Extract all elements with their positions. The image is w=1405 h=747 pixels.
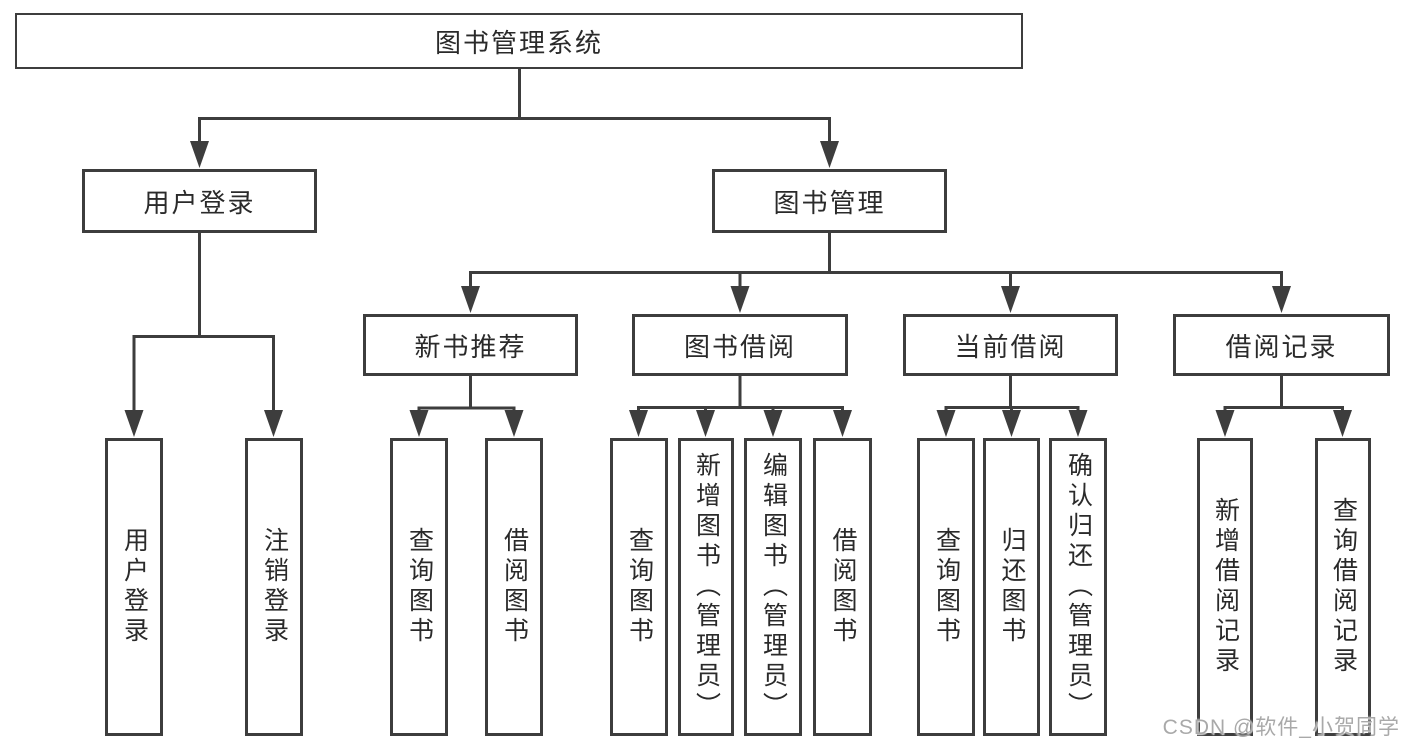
csdn-watermark: CSDN @软件_小贺同学	[1162, 716, 1400, 739]
leaf-borrow-search-books: 查询图书	[610, 438, 668, 736]
node-book-borrow: 图书借阅	[632, 314, 848, 376]
leaf-records-add-record: 新增借阅记录	[1197, 438, 1253, 736]
node-book-management: 图书管理	[712, 169, 947, 233]
connector-newbooks-to-leaves	[417, 376, 516, 412]
leaf-newbooks-borrow-books: 借阅图书	[485, 438, 543, 736]
leaf-borrow-edit-books-admin: 编辑图书（管理员）	[744, 438, 802, 736]
arrowheads-currentborrow	[936, 410, 1088, 437]
leaf-current-confirm-return-admin: 确认归还（管理员）	[1049, 438, 1107, 736]
leaf-logout: 注销登录	[245, 438, 303, 736]
connector-currentborrow-to-leaves	[944, 376, 1080, 412]
arrowheads-level1	[190, 141, 839, 168]
leaf-current-search-books: 查询图书	[917, 438, 975, 736]
connector-userlogin-to-leaves	[132, 233, 275, 411]
connector-bookborrow-to-leaves	[637, 376, 844, 412]
leaf-borrow-borrow-books: 借阅图书	[813, 438, 872, 736]
node-new-book-recommend: 新书推荐	[363, 314, 578, 376]
node-user-login: 用户登录	[82, 169, 317, 233]
node-borrow-records: 借阅记录	[1173, 314, 1390, 376]
arrowheads-level2	[461, 286, 1291, 313]
arrowheads-newbooks	[409, 410, 524, 437]
leaf-records-search-record: 查询借阅记录	[1315, 438, 1371, 736]
leaf-user-login: 用户登录	[105, 438, 163, 736]
connector-root-to-level1	[198, 68, 831, 142]
connector-bookmgmt-to-level2	[469, 233, 1283, 287]
node-current-borrow: 当前借阅	[903, 314, 1118, 376]
connector-records-to-leaves	[1223, 376, 1344, 412]
arrowheads-records	[1215, 410, 1352, 437]
arrowheads-bookborrow	[629, 410, 852, 437]
arrowheads-userlogin	[124, 410, 283, 437]
leaf-newbooks-search-books: 查询图书	[390, 438, 448, 736]
leaf-current-return-books: 归还图书	[983, 438, 1040, 736]
node-library-system: 图书管理系统	[15, 13, 1023, 69]
leaf-borrow-add-books-admin: 新增图书（管理员）	[678, 438, 734, 736]
